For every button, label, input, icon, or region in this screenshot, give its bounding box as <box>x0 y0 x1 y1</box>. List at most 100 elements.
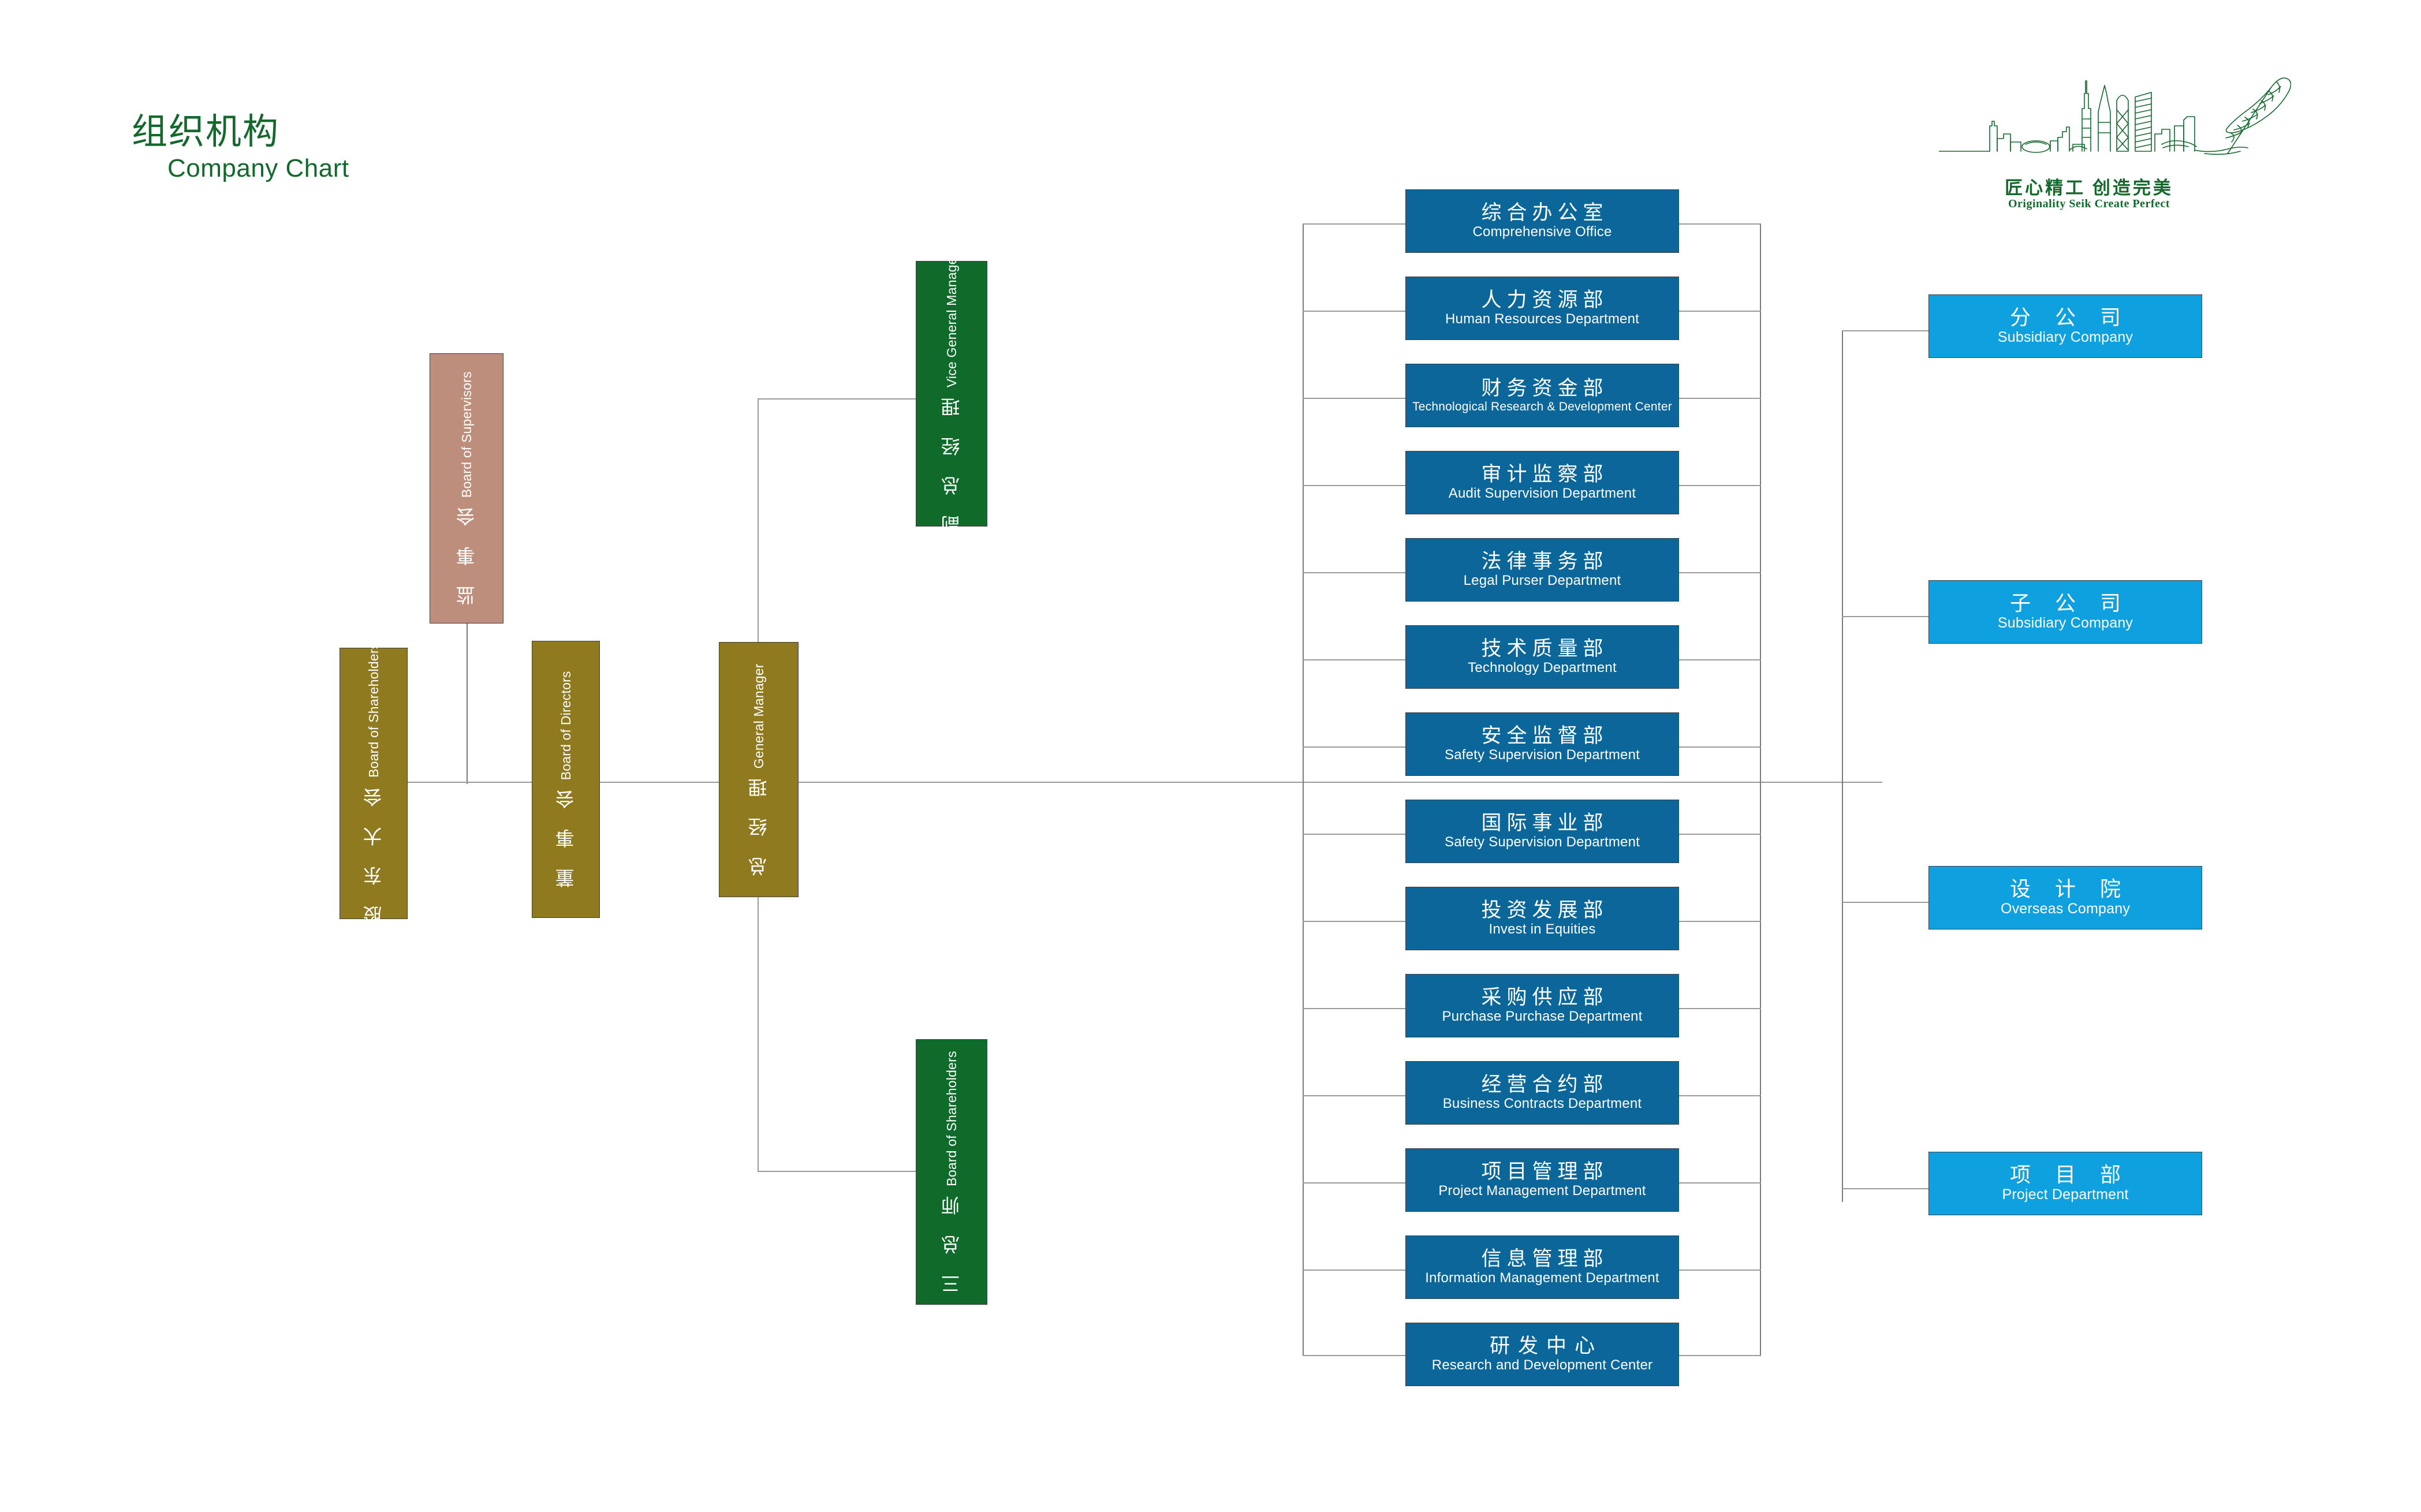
line-vice-gm-branch <box>758 398 919 400</box>
board-of-shareholders-en: Board of Shareholders <box>365 642 381 778</box>
box-technology-department[interactable]: 技术质量部 Technology Department <box>1405 625 1679 689</box>
box-business-contracts-department[interactable]: 经营合约部 Business Contracts Department <box>1405 1061 1679 1125</box>
information-management-department-cn: 信息管理部 <box>1481 1248 1609 1271</box>
project-department-cn: 项 目 部 <box>2009 1163 2130 1187</box>
line-dept-branch <box>1656 311 1761 312</box>
audit-supervision-department-en: Audit Supervision Department <box>1448 486 1636 502</box>
subsidiary-company-en: Subsidiary Company <box>1997 615 2133 632</box>
line-subsidiary-branch <box>1842 330 1928 331</box>
line-dept-branch <box>1656 746 1761 748</box>
box-purchase-department[interactable]: 采购供应部 Purchase Purchase Department <box>1405 974 1679 1037</box>
line-dept-branch <box>1303 1095 1407 1096</box>
legal-purser-department-cn: 法律事务部 <box>1481 550 1609 573</box>
box-invest-in-equities[interactable]: 投资发展部 Invest in Equities <box>1405 887 1679 950</box>
legal-purser-department-en: Legal Purser Department <box>1463 573 1621 589</box>
box-safety-supervision-department[interactable]: 安全监督部 Safety Supervision Department <box>1405 712 1679 776</box>
box-finance-department[interactable]: 财务资金部 Technological Research & Developme… <box>1405 364 1679 427</box>
business-contracts-department-cn: 经营合约部 <box>1481 1073 1609 1096</box>
line-dept-branch <box>1303 659 1407 660</box>
branch-company-cn: 分 公 司 <box>2009 305 2130 330</box>
line-dept-branch <box>1656 1270 1761 1271</box>
line-dept-branch <box>1303 1355 1407 1356</box>
box-project-management-department[interactable]: 项目管理部 Project Management Department <box>1405 1148 1679 1212</box>
board-of-directors-en: Board of Directors <box>558 671 573 781</box>
line-departments-right-trunk <box>1760 223 1761 1355</box>
page-title: 组织机构 Company Chart <box>132 113 349 183</box>
box-board-of-supervisors[interactable]: 监 事 会 Board of Supervisors <box>430 353 503 624</box>
audit-supervision-department-cn: 审计监察部 <box>1481 463 1609 486</box>
board-of-shareholders-cn: 股 东 大 会 <box>363 779 385 925</box>
research-and-development-center-en: Research and Development Center <box>1431 1357 1653 1373</box>
logo-slogan-en: Originality Seik Create Perfect <box>2008 197 2170 210</box>
box-three-chief-engineers[interactable]: 三 总 师 Board of Shareholders <box>916 1039 987 1305</box>
human-resources-department-cn: 人力资源部 <box>1481 289 1609 312</box>
line-dept-branch <box>1303 398 1407 399</box>
finance-department-en: Technological Research & Development Cen… <box>1412 400 1672 413</box>
design-institute-cn: 设 计 院 <box>2009 877 2130 901</box>
line-dept-branch <box>1656 485 1761 486</box>
line-dept-branch <box>1303 1270 1407 1271</box>
box-board-of-shareholders[interactable]: 股 东 大 会 Board of Shareholders <box>340 643 408 924</box>
line-dept-branch <box>1303 746 1407 748</box>
box-international-business-department[interactable]: 国际事业部 Safety Supervision Department <box>1405 800 1679 863</box>
line-dept-branch <box>1303 1008 1407 1009</box>
vice-general-manager-cn: 副 总 经 理 <box>941 390 963 535</box>
general-manager-en: General Manager <box>751 663 766 768</box>
comprehensive-office-cn: 综合办公室 <box>1481 201 1609 225</box>
general-manager-cn: 总 经 理 <box>748 770 770 876</box>
subsidiary-company-cn: 子 公 司 <box>2009 591 2130 615</box>
safety-supervision-department-cn: 安全监督部 <box>1481 725 1609 748</box>
line-dept-branch <box>1303 311 1407 312</box>
box-research-and-development-center[interactable]: 研发中心 Research and Development Center <box>1405 1323 1679 1386</box>
line-dept-branch <box>1303 223 1407 225</box>
line-subsidiary-branch <box>1842 902 1928 903</box>
box-project-department[interactable]: 项 目 部 Project Department <box>1928 1152 2202 1215</box>
page-title-en: Company Chart <box>167 154 349 183</box>
box-board-of-directors[interactable]: 董 事 会 Board of Directors <box>532 641 600 918</box>
box-vice-general-manager[interactable]: 副 总 经 理 Vice General Manager <box>916 253 987 535</box>
line-chief-engineers-branch <box>758 1171 919 1172</box>
technology-department-en: Technology Department <box>1468 660 1617 676</box>
line-dept-branch <box>1656 1095 1761 1096</box>
research-and-development-center-cn: 研发中心 <box>1489 1335 1603 1358</box>
box-legal-purser-department[interactable]: 法律事务部 Legal Purser Department <box>1405 538 1679 602</box>
box-audit-supervision-department[interactable]: 审计监察部 Audit Supervision Department <box>1405 451 1679 514</box>
box-general-manager[interactable]: 总 经 理 General Manager <box>719 642 799 897</box>
line-supervisors-stem <box>467 622 468 784</box>
line-dept-branch <box>1656 834 1761 835</box>
box-information-management-department[interactable]: 信息管理部 Information Management Department <box>1405 1235 1679 1299</box>
international-business-department-cn: 国际事业部 <box>1481 812 1609 835</box>
safety-supervision-department-en: Safety Supervision Department <box>1445 747 1640 763</box>
box-comprehensive-office[interactable]: 综合办公室 Comprehensive Office <box>1405 189 1679 253</box>
information-management-department-en: Information Management Department <box>1425 1270 1659 1286</box>
box-branch-company[interactable]: 分 公 司 Subsidiary Company <box>1928 294 2202 358</box>
line-dept-branch <box>1656 572 1761 573</box>
line-dept-branch <box>1303 485 1407 486</box>
invest-in-equities-en: Invest in Equities <box>1489 921 1596 938</box>
line-subsidiary-branch <box>1842 616 1928 617</box>
purchase-department-en: Purchase Purchase Department <box>1442 1009 1643 1025</box>
invest-in-equities-cn: 投资发展部 <box>1481 899 1609 922</box>
line-dept-branch <box>1303 834 1407 835</box>
box-subsidiary-company[interactable]: 子 公 司 Subsidiary Company <box>1928 580 2202 644</box>
board-of-supervisors-cn: 监 事 会 <box>456 500 478 606</box>
line-dept-branch <box>1656 1355 1761 1356</box>
logo-slogan-cn: 匠心精工 创造完美 <box>2005 178 2173 198</box>
box-human-resources-department[interactable]: 人力资源部 Human Resources Department <box>1405 277 1679 340</box>
line-dept-branch <box>1656 398 1761 399</box>
project-management-department-en: Project Management Department <box>1438 1183 1646 1199</box>
line-dept-branch <box>1656 921 1761 922</box>
skyline-quill-logo-icon <box>1939 77 2291 155</box>
vice-general-manager-en: Vice General Manager <box>943 252 959 388</box>
comprehensive-office-en: Comprehensive Office <box>1472 224 1612 240</box>
line-dept-branch <box>1303 1182 1407 1184</box>
business-contracts-department-en: Business Contracts Department <box>1442 1096 1642 1112</box>
purchase-department-cn: 采购供应部 <box>1481 986 1609 1009</box>
three-chief-engineers-en: Board of Shareholders <box>943 1050 959 1186</box>
human-resources-department-en: Human Resources Department <box>1445 311 1639 327</box>
line-subsidiaries-trunk <box>1842 330 1843 1202</box>
box-design-institute[interactable]: 设 计 院 Overseas Company <box>1928 866 2202 929</box>
line-dept-branch <box>1303 921 1407 922</box>
line-dept-branch <box>1303 572 1407 573</box>
